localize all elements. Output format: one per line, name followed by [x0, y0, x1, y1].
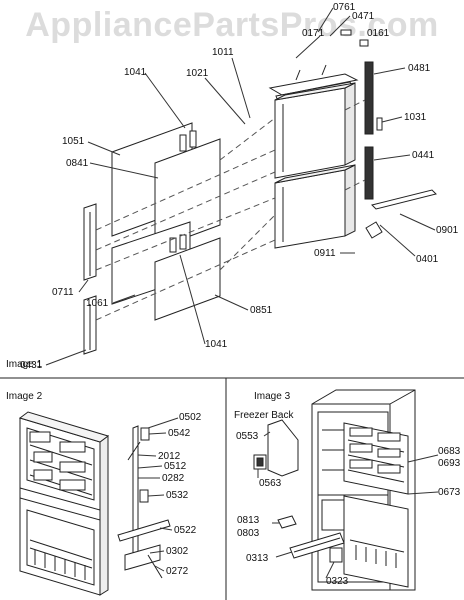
part-label-0841: 0841: [66, 158, 89, 169]
part-label-0481: 0481: [408, 63, 431, 74]
cabinet-image3: [311, 389, 416, 591]
panel-0841: [154, 138, 221, 250]
small-clip: [376, 117, 383, 131]
part-label-0911: 0911: [314, 248, 336, 259]
panel-title-image1: Image 1: [6, 359, 43, 370]
part-label-0522: 0522: [174, 525, 197, 536]
gasket-upper: [364, 61, 374, 135]
part-label-0502: 0502: [179, 412, 202, 423]
part-label-0171: 0171: [302, 28, 325, 39]
part-label-0431: 0431: [20, 360, 43, 371]
part-label-0161: 0161: [367, 28, 390, 39]
part-label-0761: 0761: [333, 2, 356, 13]
part-label-0542: 0542: [168, 428, 191, 439]
freezer-back-part: [253, 419, 299, 477]
part-label-2012: 2012: [158, 451, 181, 462]
gasket-lower: [364, 146, 374, 200]
door-front-image2: [18, 411, 110, 596]
part-label-0532: 0532: [166, 490, 189, 501]
part-label-0673: 0673: [438, 487, 461, 498]
part-label-0512: 0512: [164, 461, 187, 472]
part-label-0553: 0553: [236, 431, 259, 442]
part-label-0803: 0803: [237, 528, 260, 539]
part-label-0323: 0323: [326, 576, 349, 587]
watermark: AppliancePartsPros.com: [25, 6, 439, 44]
part-label-0401: 0401: [416, 254, 439, 265]
freezer-back-title: Freezer Back: [234, 410, 294, 421]
part-label-0901: 0901: [436, 225, 459, 236]
panel-title-image2: Image 2: [6, 391, 43, 402]
part-label-0471: 0471: [352, 11, 375, 22]
bracket-foot: [365, 221, 383, 239]
part-label-1011: 1011: [212, 47, 234, 58]
part-label-1041-lower: 1041: [205, 339, 228, 350]
panel-title-image3: Image 3: [254, 391, 291, 402]
part-label-0302: 0302: [166, 546, 189, 557]
bracket-bar: [371, 189, 437, 210]
part-label-1051: 1051: [62, 136, 85, 147]
part-label-1041-upper: 1041: [124, 67, 147, 78]
part-label-0711: 0711: [52, 287, 74, 298]
part-label-0272: 0272: [166, 566, 189, 577]
image2-parts: [117, 425, 171, 579]
part-label-1031: 1031: [404, 112, 427, 123]
part-label-0813: 0813: [237, 515, 260, 526]
part-label-0282: 0282: [162, 473, 185, 484]
lower-door-box: [274, 164, 356, 249]
part-label-1061: 1061: [86, 298, 109, 309]
part-label-0313: 0313: [246, 553, 269, 564]
part-label-0441: 0441: [412, 150, 435, 161]
image3-bottom-parts: [277, 515, 345, 563]
part-label-0851: 0851: [250, 305, 273, 316]
upper-door-box: [274, 82, 356, 179]
part-label-0683: 0683: [438, 446, 461, 457]
part-label-1021: 1021: [186, 68, 209, 79]
part-label-0693: 0693: [438, 458, 461, 469]
part-label-0563: 0563: [259, 478, 282, 489]
